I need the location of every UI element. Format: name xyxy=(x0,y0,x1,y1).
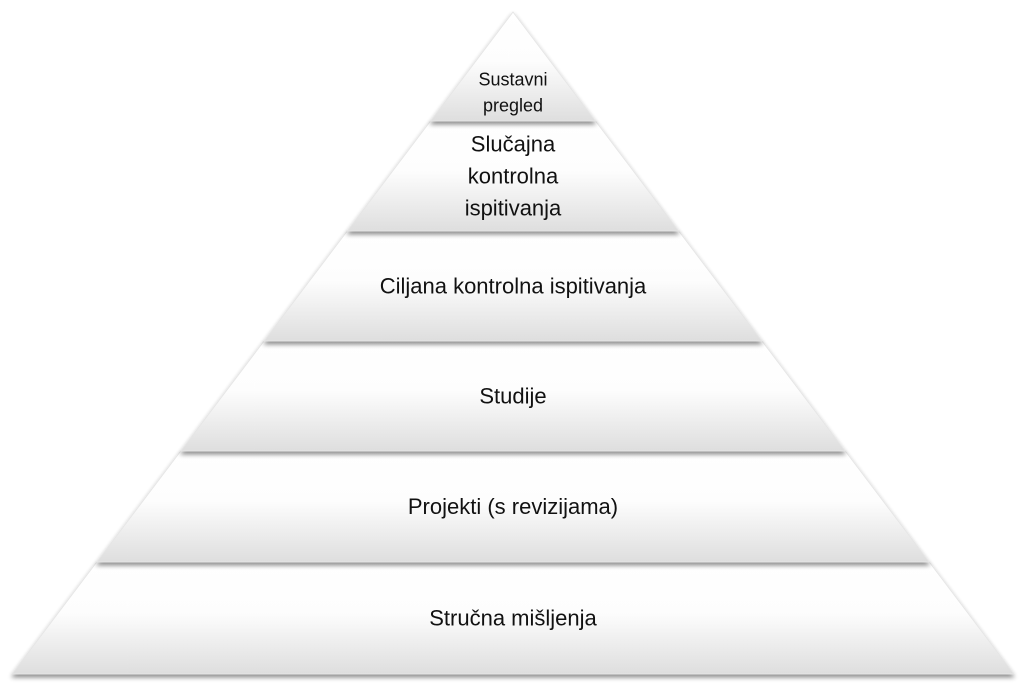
layer-label: Projekti (s revizijama) xyxy=(408,494,618,519)
pyramid-layer-6: Stručna mišljenja xyxy=(10,561,1016,675)
layer-label: Sustavni xyxy=(478,69,547,89)
pyramid-layer-4: Studije xyxy=(179,340,847,452)
layer-label: Studije xyxy=(479,384,546,409)
layer-label: Stručna mišljenja xyxy=(429,606,597,631)
pyramid-layer-1: Sustavni pregled xyxy=(429,11,597,122)
layer-shape xyxy=(429,11,597,122)
layer-label: Ciljana kontrolna ispitivanja xyxy=(380,274,647,299)
layer-label: ispitivanja xyxy=(465,196,562,221)
pyramid-layer-5: Projekti (s revizijama) xyxy=(95,450,931,563)
pyramid-layer-3: Ciljana kontrolna ispitivanja xyxy=(263,230,763,342)
layer-label: kontrolna xyxy=(468,164,559,189)
layer-label: pregled xyxy=(483,95,543,115)
pyramid-layer-2: Slučajna kontrolna ispitivanja xyxy=(346,120,680,232)
layer-label: Slučajna xyxy=(471,132,556,157)
